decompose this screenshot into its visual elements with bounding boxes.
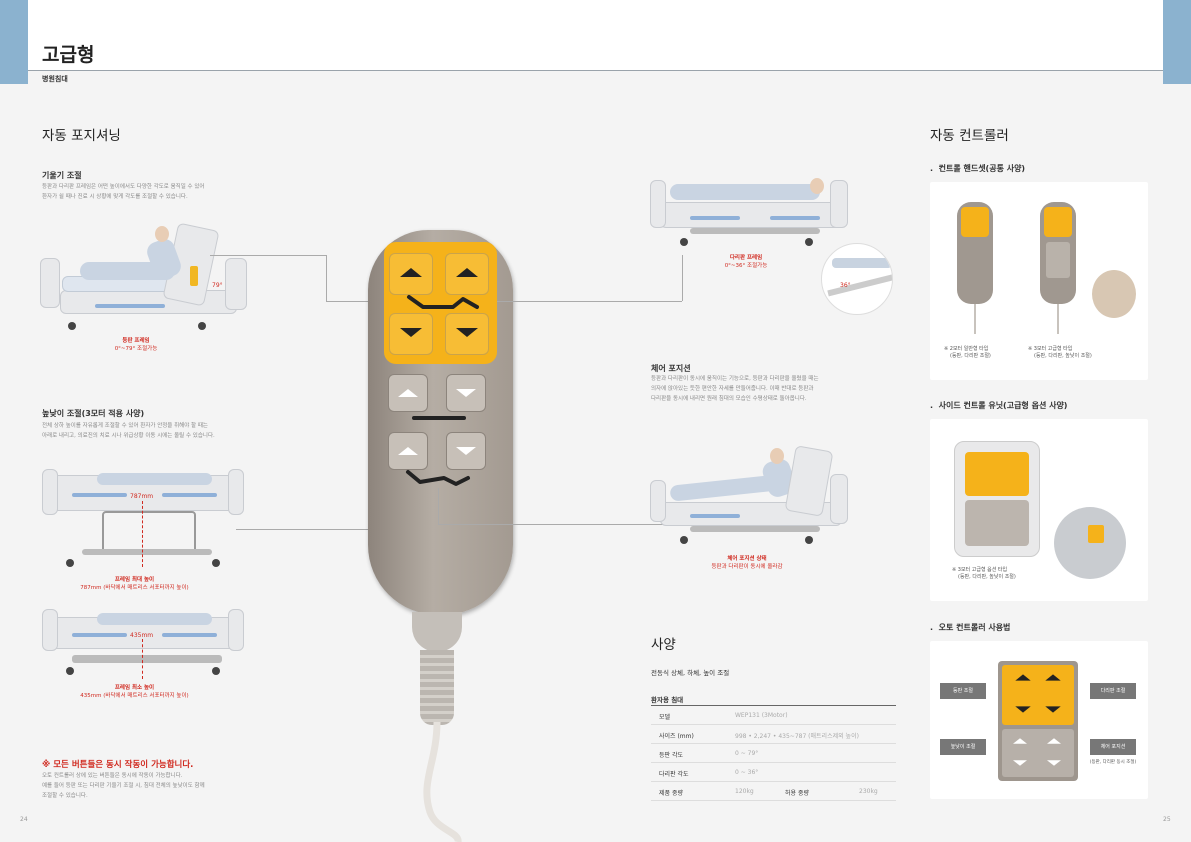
page-number-right: 25	[1163, 816, 1171, 823]
section-title-positioning: 자동 포지셔닝	[42, 128, 121, 144]
spec-summary: 전동식 상체, 하체, 높이 조절	[651, 669, 730, 677]
chair-down-button	[446, 432, 486, 470]
section-title-controller: 자동 컨트롤러	[930, 128, 1009, 144]
side-unit-heading: . 사이드 컨트롤 유닛(고급형 옵션 사양)	[930, 401, 1068, 410]
chair-caption: 체어 포지션 상태 등판과 다리판이 동시에 올라감	[711, 556, 783, 570]
page-title: 고급형	[42, 44, 95, 66]
bed-chair-image	[650, 440, 850, 550]
hand-using-side-unit-inset	[1054, 507, 1126, 579]
height-line-icon	[412, 416, 466, 420]
tilt-heading: 기울기 조절	[42, 171, 82, 180]
tilt-description: 등판과 다리판 프레임은 어떤 높이에서도 다양한 각도로 움직일 수 있어 환…	[42, 184, 205, 200]
leg-up-button	[445, 253, 489, 295]
label-chair-position: 체어 포지션	[1090, 739, 1136, 755]
label-height-adjust: 높낮이 조절	[940, 739, 986, 755]
connector-line	[210, 255, 327, 302]
handset-3motor-caption: ※ 3모터 고급형 타입 (등판, 다리판, 높낮이 조절)	[1028, 346, 1092, 359]
tilt-angle-label: 79°	[212, 282, 223, 289]
header-bar	[28, 0, 1163, 71]
usage-card: 등판 조절 다리판 조절 높낮이 조절 체어 포지션 (등판, 다리판 동시 조…	[930, 641, 1148, 799]
chair-shape-icon	[406, 470, 470, 486]
height-up-button	[388, 374, 428, 412]
connector-line	[438, 488, 439, 524]
usage-controller-image	[998, 661, 1078, 781]
handset-2motor-image	[957, 202, 993, 304]
chair-heading: 체어 포지션	[651, 364, 691, 373]
handset-heading: . 컨트롤 핸드셋(공통 사양)	[930, 164, 1026, 173]
connector-line	[236, 529, 384, 530]
connector-line	[682, 255, 683, 301]
spec-table-title: 환자용 침대	[651, 696, 684, 704]
bed-leg-image	[650, 172, 850, 252]
page-subtitle: 병원침대	[42, 75, 68, 83]
connector-line	[326, 301, 384, 302]
leg-angle-inset: 36°	[821, 243, 893, 315]
height-description: 전체 상하 높이를 자유롭게 조절할 수 있어 환자가 안정을 취해야 할 때는…	[42, 423, 215, 439]
height-down-button	[446, 374, 486, 412]
bed-high-image: 787mm	[42, 465, 244, 575]
remote-strain-relief	[412, 612, 462, 652]
min-height-dim: 435mm	[130, 632, 154, 639]
hand-holding-handset-inset	[1092, 270, 1136, 318]
max-height-dim: 787mm	[130, 493, 154, 500]
page-number-left: 24	[20, 816, 28, 823]
chair-description: 등판과 다리판이 동시에 움직이는 기능으로, 등판과 다리판을 올렸을 때는 …	[651, 376, 819, 402]
connector-line	[438, 524, 683, 525]
connector-line	[497, 301, 682, 302]
simultaneous-note-text: 오토 컨트롤러 상에 있는 버튼들은 동시에 작동이 가능합니다. 예를 들어 …	[42, 773, 205, 799]
label-leg-adjust: 다리판 조절	[1090, 683, 1136, 699]
bed-tilt-image: 79°	[40, 218, 250, 336]
bed-low-image: 435mm	[42, 605, 244, 681]
table-row: 사이즈 (mm)998 • 2,247 • 435~787 (매트리스제외 높이…	[651, 725, 896, 744]
label-chair-position-sub: (등판, 다리판 동시 조절)	[1089, 760, 1137, 765]
right-color-tab	[1163, 0, 1191, 84]
max-height-caption: 프레임 최대 높이 787mm (바닥에서 매트리스 서포터까지 높이)	[80, 577, 189, 591]
usage-heading: . 오토 컨트롤러 사용법	[930, 623, 1011, 632]
side-unit-card: ※ 3모터 고급형 옵션 타입 (등판, 다리판, 높낮이 조절)	[930, 419, 1148, 601]
back-down-button	[389, 313, 433, 355]
remote-cable	[423, 722, 462, 842]
label-back-adjust: 등판 조절	[940, 683, 986, 699]
back-up-button	[389, 253, 433, 295]
chair-up-button	[388, 432, 428, 470]
handset-3motor-image	[1040, 202, 1076, 304]
bed-shape-icon	[407, 295, 479, 309]
table-row: 제품 중량 120kg 허용 중량 230kg	[651, 782, 896, 801]
min-height-caption: 프레임 최소 높이 435mm (바닥에서 매트리스 서포터까지 높이)	[80, 685, 189, 699]
simultaneous-note-title: ※ 모든 버튼들은 동시 작동이 가능합니다.	[42, 760, 194, 770]
remote-cable-coil	[420, 650, 454, 725]
handset-card: ※ 2모터 일반형 타입 (등판, 다리판 조절) ※ 3모터 고급형 타입 (…	[930, 182, 1148, 380]
height-heading: 높낮이 조절(3모터 적용 사양)	[42, 409, 145, 418]
leg-caption: 다리판 프레임 0°~36° 조절가능	[724, 255, 768, 269]
left-color-tab	[0, 0, 28, 84]
side-unit-caption: ※ 3모터 고급형 옵션 타입 (등판, 다리판, 높낮이 조절)	[952, 567, 1016, 580]
leg-angle-label: 36°	[840, 282, 851, 289]
leg-down-button	[445, 313, 489, 355]
handset-2motor-caption: ※ 2모터 일반형 타입 (등판, 다리판 조절)	[944, 346, 991, 359]
side-control-unit-image	[954, 441, 1040, 557]
tilt-caption: 등판 프레임 0°~79° 조절가능	[114, 338, 158, 352]
spec-title: 사양	[651, 637, 676, 653]
